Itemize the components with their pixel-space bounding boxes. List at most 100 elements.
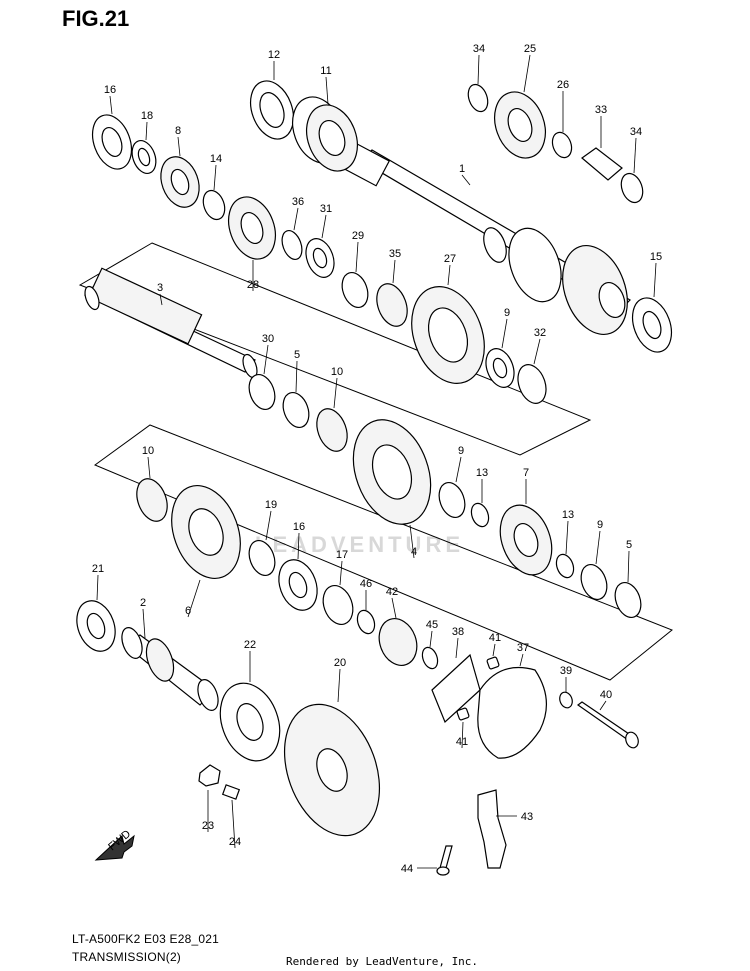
callout-c14[interactable]: 14 xyxy=(210,153,222,165)
part-7-shift-gear[interactable] xyxy=(491,498,561,582)
callout-c10a[interactable]: 10 xyxy=(331,366,343,378)
callout-c13a[interactable]: 13 xyxy=(476,467,488,479)
callout-c7[interactable]: 7 xyxy=(523,467,529,479)
part-13-circlip-left[interactable] xyxy=(468,501,491,529)
part-39-washer[interactable] xyxy=(558,690,575,709)
callout-c9b[interactable]: 9 xyxy=(458,445,464,457)
part-25-gear[interactable] xyxy=(486,85,554,165)
callout-c23[interactable]: 23 xyxy=(202,820,214,832)
callout-c46[interactable]: 46 xyxy=(360,578,372,590)
part-10-bearing-lower[interactable] xyxy=(131,475,172,526)
callout-c8[interactable]: 8 xyxy=(175,125,181,137)
part-27-gear[interactable] xyxy=(399,276,497,393)
callout-c16b[interactable]: 16 xyxy=(293,521,305,533)
callout-c45[interactable]: 45 xyxy=(426,619,438,631)
part-45-o-ring[interactable] xyxy=(420,645,441,670)
callout-c4[interactable]: 4 xyxy=(411,546,417,558)
part-30-washer[interactable] xyxy=(245,371,280,413)
callout-c41a[interactable]: 41 xyxy=(489,632,501,644)
part-32-washer[interactable] xyxy=(513,361,551,407)
callout-c27[interactable]: 27 xyxy=(444,253,456,265)
callout-c3[interactable]: 3 xyxy=(157,282,163,294)
part-21-bearing[interactable] xyxy=(70,595,122,656)
callout-c2[interactable]: 2 xyxy=(140,597,146,609)
part-37-cover[interactable] xyxy=(477,666,548,759)
callout-c29[interactable]: 29 xyxy=(352,230,364,242)
callout-c44[interactable]: 44 xyxy=(401,863,413,875)
callout-c5b[interactable]: 5 xyxy=(626,539,632,551)
part-17-seal[interactable] xyxy=(318,581,358,628)
part-16-bearing-lower[interactable] xyxy=(272,554,324,615)
callout-c19[interactable]: 19 xyxy=(265,499,277,511)
callout-c20[interactable]: 20 xyxy=(334,657,346,669)
part-16-bearing-upper[interactable] xyxy=(86,110,139,175)
part-41-dowel-upper[interactable] xyxy=(486,656,500,670)
callout-c18[interactable]: 18 xyxy=(141,110,153,122)
callout-c28[interactable]: 28 xyxy=(247,279,259,291)
part-46-o-ring[interactable] xyxy=(354,608,377,636)
part-22-bearing[interactable] xyxy=(210,675,290,769)
callout-c17[interactable]: 17 xyxy=(336,549,348,561)
callout-c11[interactable]: 11 xyxy=(320,65,331,77)
callout-c15[interactable]: 15 xyxy=(650,251,662,263)
callout-c1[interactable]: 1 xyxy=(459,163,465,175)
part-33-sleeve[interactable] xyxy=(581,147,623,181)
callout-c31[interactable]: 31 xyxy=(320,203,332,215)
part-40-bolt[interactable] xyxy=(576,701,640,750)
callout-c9c[interactable]: 9 xyxy=(597,519,603,531)
part-2-shaft[interactable] xyxy=(118,625,222,713)
callout-c42[interactable]: 42 xyxy=(386,586,398,598)
part-5-bushing-lower[interactable] xyxy=(611,579,646,621)
callout-c34b[interactable]: 34 xyxy=(630,126,642,138)
part-6-gear[interactable] xyxy=(160,476,253,588)
callout-c30[interactable]: 30 xyxy=(262,333,274,345)
callout-c21[interactable]: 21 xyxy=(92,563,104,575)
callout-c40[interactable]: 40 xyxy=(600,689,612,701)
callout-c37[interactable]: 37 xyxy=(517,642,529,654)
part-28-dog-gear[interactable] xyxy=(220,190,283,265)
part-38-gasket[interactable] xyxy=(431,653,481,724)
part-20-final-gear[interactable] xyxy=(267,691,396,849)
callout-c32[interactable]: 32 xyxy=(534,327,546,339)
callout-c25[interactable]: 25 xyxy=(524,43,536,55)
part-1-shaft[interactable] xyxy=(339,141,639,343)
part-4-gear[interactable] xyxy=(340,409,445,535)
part-26-bushing[interactable] xyxy=(549,130,575,161)
part-3-shaft[interactable] xyxy=(82,267,259,379)
callout-c39[interactable]: 39 xyxy=(560,665,572,677)
callout-c43[interactable]: 43 xyxy=(521,811,533,823)
part-34-washer-left[interactable] xyxy=(465,82,491,114)
callout-c34a[interactable]: 34 xyxy=(473,43,485,55)
part-43-speed-sensor[interactable] xyxy=(477,789,507,869)
callout-c33[interactable]: 33 xyxy=(595,104,607,116)
part-31-washer[interactable] xyxy=(301,235,339,281)
callout-c13b[interactable]: 13 xyxy=(562,509,574,521)
part-29-bushing[interactable] xyxy=(338,269,373,311)
callout-c26[interactable]: 26 xyxy=(557,79,569,91)
callout-c36[interactable]: 36 xyxy=(292,196,304,208)
part-14-circlip[interactable] xyxy=(199,187,228,222)
callout-c38[interactable]: 38 xyxy=(452,626,464,638)
callout-c41b[interactable]: 41 xyxy=(456,736,468,748)
part-24-bolt[interactable] xyxy=(221,784,241,800)
part-11-bearing[interactable] xyxy=(284,90,366,178)
part-34-washer-right[interactable] xyxy=(617,170,646,205)
part-36-circlip[interactable] xyxy=(278,228,305,262)
part-15-bearing[interactable] xyxy=(626,293,679,358)
part-10-bearing-upper[interactable] xyxy=(311,405,352,456)
part-8-gear[interactable] xyxy=(154,151,206,212)
part-5-bushing-upper[interactable] xyxy=(279,389,314,431)
part-23-nut[interactable] xyxy=(198,764,221,787)
callout-c5a[interactable]: 5 xyxy=(294,349,300,361)
part-19-washer[interactable] xyxy=(245,537,280,579)
part-9-washer-upper[interactable] xyxy=(481,345,519,391)
callout-c24[interactable]: 24 xyxy=(229,836,241,848)
part-35-needle-bearing[interactable] xyxy=(371,280,412,331)
callout-c16a[interactable]: 16 xyxy=(104,84,116,96)
callout-c22[interactable]: 22 xyxy=(244,639,256,651)
callout-c9a[interactable]: 9 xyxy=(504,307,510,319)
callout-c10b[interactable]: 10 xyxy=(142,445,154,457)
part-18-washer[interactable] xyxy=(128,137,160,176)
part-9-washer-mid[interactable] xyxy=(435,479,470,521)
part-9-washer-lower[interactable] xyxy=(577,561,612,603)
